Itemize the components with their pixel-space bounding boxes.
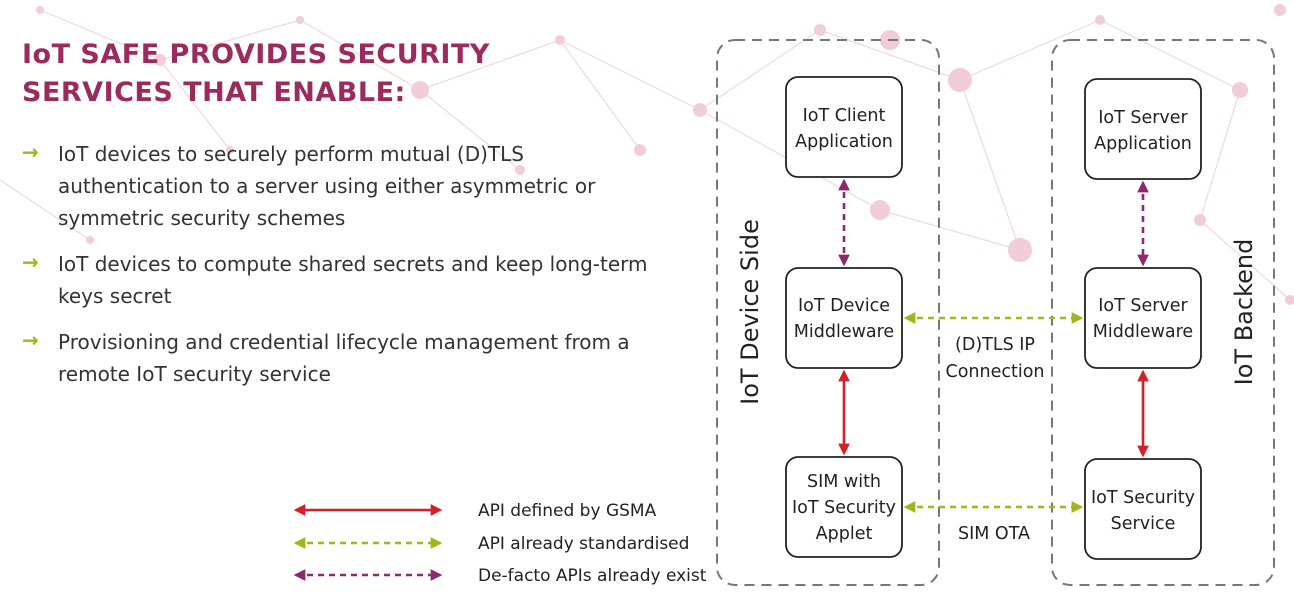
node-label: Application [795,132,893,152]
backend-label: IoT Backend [1230,239,1258,386]
bullet-list: → IoT devices to securely perform mutual… [22,138,662,404]
node-label: IoT Client [803,106,886,126]
device-middleware-node: IoT Device Middleware [785,267,903,369]
bullet-text: IoT devices to compute shared secrets an… [58,252,648,308]
node-label: IoT Security [1091,488,1195,508]
node-label: IoT Device [798,296,890,316]
security-service-node: IoT Security Service [1084,458,1202,560]
title-line-2: SERVICES THAT ENABLE: [22,77,406,108]
node-label: SIM with [807,472,881,492]
server-app-node: IoT Server Application [1084,78,1202,180]
dtls-label: Connection [945,362,1044,382]
arrow-right-icon: → [22,328,39,352]
node-label: Application [1094,134,1192,154]
node-label: Middleware [1093,322,1193,342]
sim-node: SIM with IoT Security Applet [785,456,903,558]
node-label: IoT Server [1098,296,1188,316]
legend: API defined by GSMA API already standard… [293,501,707,586]
title-line-1: IoT SAFE PROVIDES SECURITY [22,39,490,70]
page-title: IoT SAFE PROVIDES SECURITY SERVICES THAT… [22,36,490,112]
dtls-label: (D)TLS IP [955,335,1035,355]
list-item: → IoT devices to compute shared secrets … [22,248,662,312]
legend-label: De-facto APIs already exist [478,566,707,586]
client-app-node: IoT Client Application [785,76,903,178]
server-middleware-node: IoT Server Middleware [1084,267,1202,369]
node-label: Applet [816,524,873,544]
legend-label: API defined by GSMA [478,501,657,521]
list-item: → IoT devices to securely perform mutual… [22,138,662,234]
sim-ota-label: SIM OTA [958,524,1030,544]
arrow-right-icon: → [22,250,39,274]
list-item: → Provisioning and credential lifecycle … [22,326,662,390]
node-label: Service [1111,514,1176,534]
arrow-right-icon: → [22,140,39,164]
node-label: IoT Security [792,498,896,518]
device-side-label: IoT Device Side [736,219,764,405]
bullet-text: Provisioning and credential lifecycle ma… [58,330,630,386]
backend-zone [1051,39,1275,586]
legend-label: API already standardised [478,534,689,554]
bullet-text: IoT devices to securely perform mutual (… [58,142,596,230]
node-label: IoT Server [1098,108,1188,128]
node-label: Middleware [794,322,894,342]
